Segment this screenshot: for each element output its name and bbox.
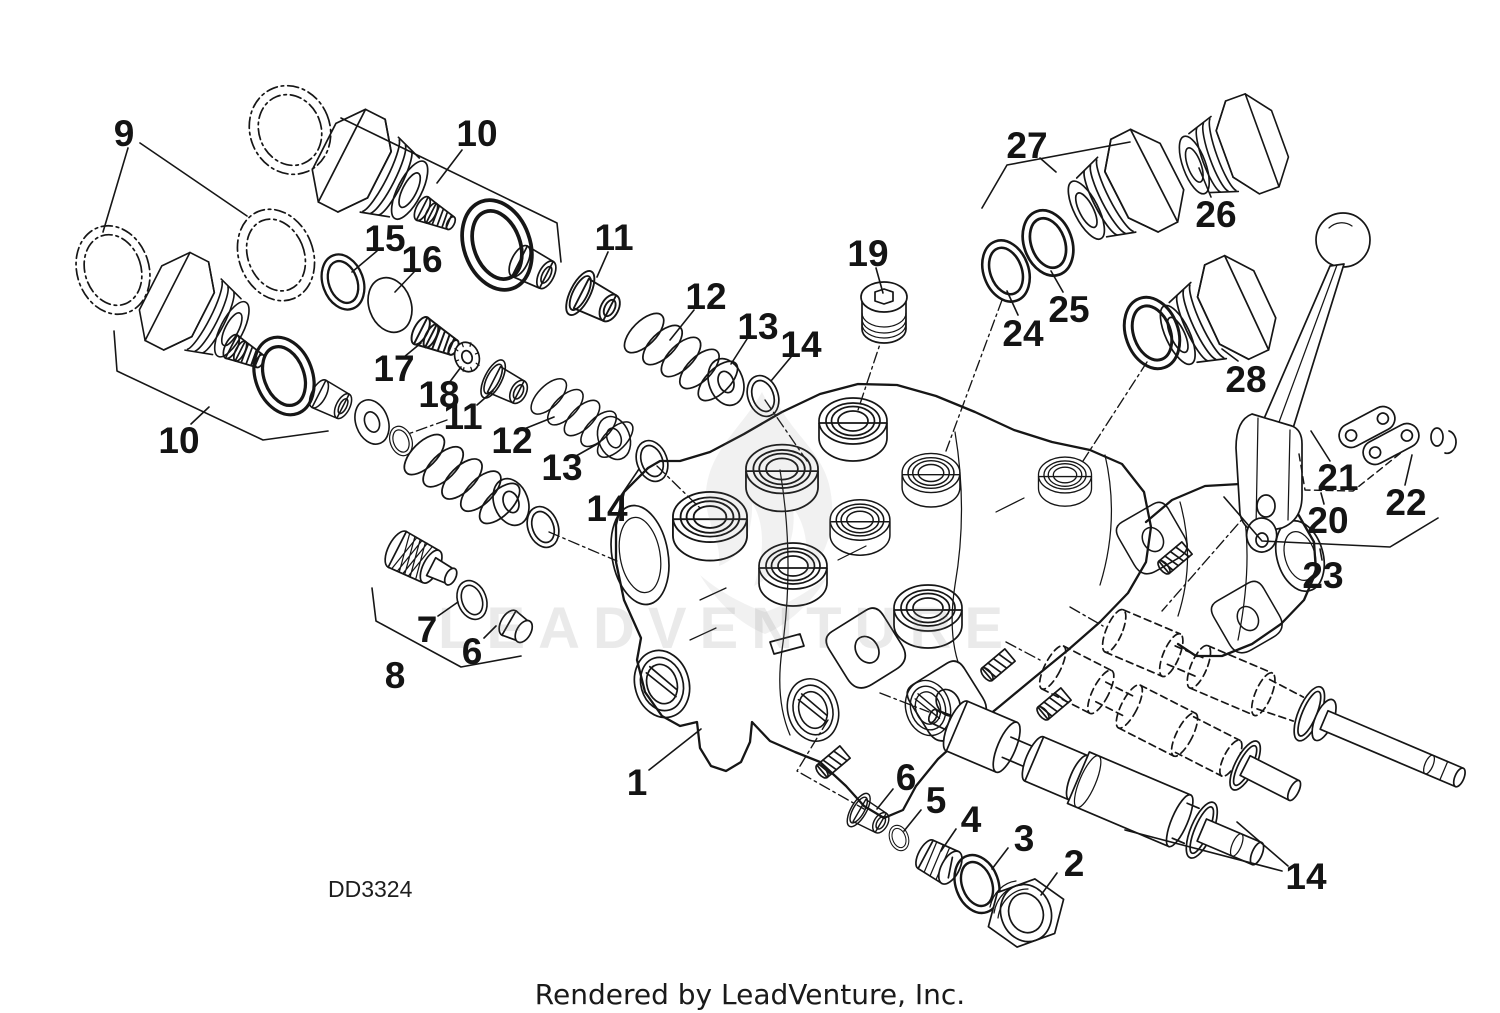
callout-10-top: 10	[456, 113, 497, 154]
disc	[367, 276, 413, 334]
callout-9: 9	[114, 113, 135, 154]
lever-links	[1334, 401, 1457, 470]
parts-row-middle	[313, 247, 675, 487]
cap	[75, 224, 151, 316]
callout-13-row2: 13	[541, 447, 582, 488]
callout-7: 7	[417, 609, 438, 650]
callout-22: 22	[1385, 482, 1426, 523]
callout-23: 23	[1302, 555, 1343, 596]
footer-credit: Rendered by LeadVenture, Inc.	[535, 978, 965, 1011]
callout-28: 28	[1225, 359, 1266, 400]
callout-19: 19	[847, 233, 888, 274]
callout-18: 18	[418, 374, 459, 415]
watermark-flame-logo	[700, 392, 833, 634]
callout-leader-lines	[102, 117, 1439, 896]
callout-20: 20	[1307, 500, 1348, 541]
callout-14-row2: 14	[586, 488, 628, 529]
spool-rear	[1101, 608, 1466, 788]
callout-6-bushing: 6	[462, 631, 483, 672]
callout-3: 3	[1014, 818, 1035, 859]
line-art	[75, 84, 1466, 948]
callout-2: 2	[1064, 843, 1085, 884]
slotted-plug	[915, 839, 963, 885]
callout-12-row1: 12	[685, 276, 726, 317]
watermark: LEADVENTURE	[438, 392, 1016, 661]
plug	[498, 609, 534, 644]
callout-17: 17	[373, 348, 414, 389]
spool-middle	[1038, 644, 1302, 802]
seal-ring	[236, 208, 316, 302]
hex-cap	[987, 878, 1065, 948]
end-cap-parts	[841, 789, 1065, 948]
callout-24: 24	[1002, 313, 1044, 354]
lever-handle	[1235, 212, 1371, 553]
callout-16: 16	[401, 239, 442, 280]
socket-plug	[860, 281, 908, 344]
callout-4: 4	[961, 799, 982, 840]
body-left-cap	[610, 504, 670, 606]
star-washer	[453, 341, 481, 373]
callout-26: 26	[1195, 194, 1236, 235]
seal-ring	[248, 84, 332, 176]
spool-front	[927, 700, 1265, 866]
callout-8: 8	[385, 655, 406, 696]
callout-11-row1: 11	[594, 217, 633, 258]
watermark-text: LEADVENTURE	[438, 596, 1016, 661]
callout-1: 1	[627, 762, 648, 803]
callout-25: 25	[1048, 289, 1089, 330]
callout-27: 27	[1006, 125, 1047, 166]
knurled-valve	[384, 530, 458, 586]
parts-row-top	[236, 84, 786, 422]
callout-10-left: 10	[158, 420, 199, 461]
callout-5: 5	[926, 780, 947, 821]
parts-row-lower	[75, 224, 566, 553]
callout-11-row2: 11	[443, 396, 482, 437]
drawing-code: DD3324	[328, 876, 413, 902]
callout-21: 21	[1317, 457, 1358, 498]
callout-13-row1: 13	[737, 306, 778, 347]
callout-6-plug: 6	[896, 757, 917, 798]
callout-14-row1: 14	[780, 324, 822, 365]
relief-valve-group	[384, 530, 534, 644]
callout-12-row2: 12	[491, 420, 532, 461]
callout-15: 15	[364, 218, 405, 259]
callout-14-spools: 14	[1285, 856, 1327, 897]
valve-body	[610, 382, 1326, 820]
